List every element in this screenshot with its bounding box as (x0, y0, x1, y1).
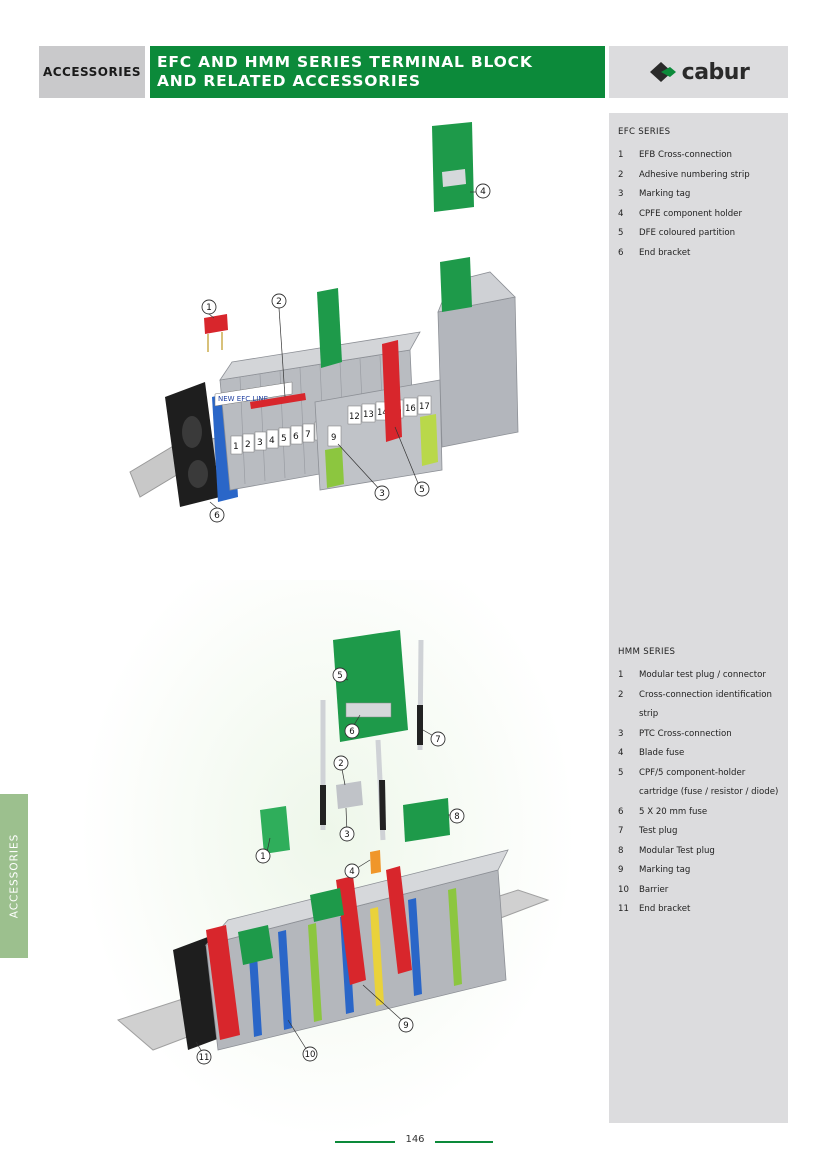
cabur-logo-icon (649, 62, 676, 82)
tag-number: 16 (405, 404, 416, 414)
footer-rule-left (335, 1141, 395, 1143)
callout-label: 9 (403, 1021, 408, 1031)
tag-number: 1 (233, 442, 239, 452)
hmm-terminal-block-drawing: 1 2 3 4 5 6 7 8 9 10 11 (116, 630, 550, 1065)
tag-number: 2 (245, 440, 251, 450)
callout-label: 2 (338, 759, 343, 769)
page-title: EFC AND HMM SERIES TERMINAL BLOCK AND RE… (150, 46, 605, 98)
efc-legend-title: EFC SERIES (618, 127, 671, 137)
callout-label: 4 (480, 187, 486, 197)
numbering-strip-text: NEW EFC LINE (218, 395, 268, 403)
page-number: 146 (395, 1134, 435, 1145)
efc-terminal-block-drawing: 1 2 3 4 5 6 7 8 NEW EFC LINE 9 12 13 14 (129, 122, 519, 523)
callout-label: 1 (260, 852, 265, 862)
section-label: ACCESSORIES (39, 46, 145, 98)
efc-series-illustration: 1 2 3 4 5 6 7 8 NEW EFC LINE 9 12 13 14 (120, 112, 530, 532)
callout-label: 3 (379, 489, 385, 499)
callout-label: 7 (435, 735, 440, 745)
tag-number: 12 (349, 412, 360, 422)
hmm-legend-title: HMM SERIES (618, 647, 676, 657)
side-section-tab: ACCESSORIES (0, 794, 28, 958)
hmm-series-illustration: 1 2 3 4 5 6 7 8 9 10 11 (78, 580, 578, 1140)
callout-label: 11 (199, 1053, 210, 1063)
tag-number: 5 (281, 434, 287, 444)
callout-label: 5 (419, 485, 425, 495)
side-section-tab-text: ACCESSORIES (8, 833, 20, 919)
tag-number: 13 (363, 410, 374, 420)
callout-label: 6 (349, 727, 354, 737)
callout-label: 4 (349, 867, 354, 877)
brand-logo: cabur (609, 46, 788, 98)
callout-label: 5 (337, 671, 342, 681)
tag-number: 17 (419, 402, 430, 412)
tag-number: 4 (269, 436, 275, 446)
page-title-line-2: AND RELATED ACCESSORIES (157, 72, 421, 90)
callout-label: 8 (454, 812, 459, 822)
logo-text: cabur (681, 59, 750, 85)
tag-number: 6 (293, 432, 299, 442)
tag-number: 7 (305, 430, 311, 440)
callout-label: 3 (344, 830, 349, 840)
callout-label: 10 (305, 1050, 316, 1060)
footer-rule-right (435, 1141, 493, 1143)
tag-number: 3 (257, 438, 263, 448)
callout-label: 6 (214, 511, 220, 521)
callout-label: 1 (206, 303, 212, 313)
tag-number: 9 (331, 433, 336, 443)
tag-number: 14 (377, 408, 388, 418)
callout-label: 2 (276, 297, 282, 307)
page-title-line-1: EFC AND HMM SERIES TERMINAL BLOCK (157, 53, 533, 71)
section-label-text: ACCESSORIES (42, 65, 142, 79)
